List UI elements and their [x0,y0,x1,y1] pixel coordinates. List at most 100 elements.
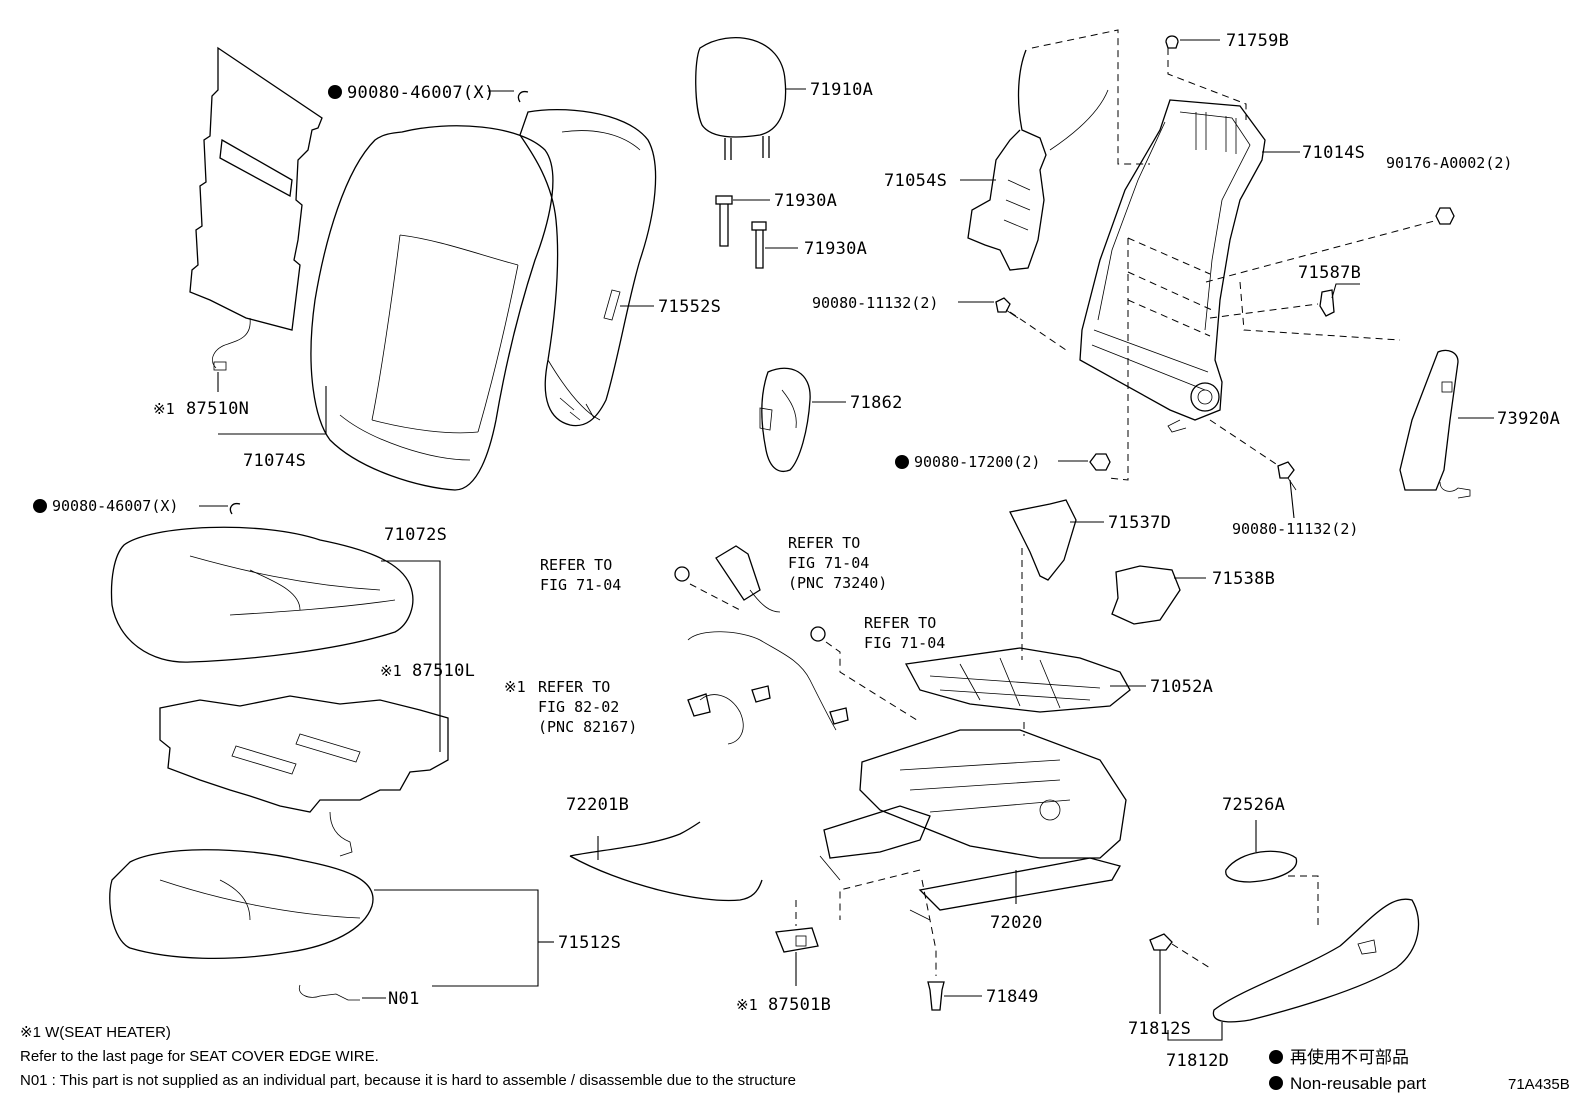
figure-code: 71A435B [1508,1076,1570,1093]
label-71074s: 71074S [243,451,306,471]
label-71054s: 71054S [884,171,947,191]
label-71930a-1: 71930A [774,191,837,211]
label-71512s: 71512S [558,933,621,953]
refer-block-c: REFER TO FIG 71-04 [864,614,945,652]
svg-text:FIG 71-04: FIG 71-04 [864,634,945,652]
label-87510l: 87510L [412,661,475,681]
clip-symbol-mid [229,502,241,515]
seat-wire-72201b [569,821,763,902]
headrest-guide-1 [715,195,733,247]
heater-mark-87510l: ※1 [380,662,402,680]
seatback-cover [310,125,554,491]
label-72526a: 72526A [1222,795,1285,815]
seat-cushion-heater [159,695,449,857]
label-71862: 71862 [850,393,903,413]
seat-cushion-cover [110,526,414,663]
non-reusable-dot-3 [33,499,47,513]
refer-block-a: REFER TO FIG 71-04 [540,556,621,594]
non-reusable-dot-2 [895,455,909,469]
heater-mark-87501b: ※1 [736,996,758,1014]
heater-mark-87510n: ※1 [153,400,175,418]
label-73920a: 73920A [1497,409,1560,429]
note-n01: N01 : This part is not supplied as an in… [20,1072,796,1089]
label-90080-17200: 90080-17200(2) [914,453,1040,471]
recliner-cover [1399,349,1471,499]
label-71849: 71849 [986,987,1039,1007]
label-71014s: 71014S [1302,143,1365,163]
svg-text:REFER TO: REFER TO [538,678,610,696]
grommet-ref-a [674,566,690,582]
connector-87501b [775,927,819,953]
bracket-71587b [1319,289,1335,317]
clip-71759b [1165,35,1179,49]
seatback-pad [519,108,657,427]
refer-block-b: REFER TO FIG 71-04 (PNC 73240) [788,534,887,592]
side-cover [759,367,811,473]
label-71538b: 71538B [1212,569,1275,589]
bracket-71538b [1111,565,1181,625]
label-71052a: 71052A [1150,677,1213,697]
label-71759b: 71759B [1226,31,1289,51]
label-71072s: 71072S [384,525,447,545]
bolt-90080-11132-b [1277,461,1297,491]
label-71812d: 71812D [1166,1051,1229,1071]
svg-text:※1: ※1 [504,678,526,696]
seat-track-frame [819,729,1127,921]
assembly-lines [689,29,1439,976]
note-seat-heater: ※1 W(SEAT HEATER) [20,1024,171,1041]
svg-text:FIG 82-02: FIG 82-02 [538,698,619,716]
clip-symbol-top [517,90,529,103]
seat-spring-mat [904,647,1131,713]
svg-text:REFER TO: REFER TO [540,556,612,574]
label-71552s: 71552S [658,297,721,317]
label-72201b: 72201B [566,795,629,815]
svg-text:REFER TO: REFER TO [788,534,860,552]
label-87510n: 87510N [186,399,249,419]
label-90080-11132-b: 90080-11132(2) [1232,520,1358,538]
headrest-guide-2 [751,221,767,269]
non-reusable-dot-1 [328,85,342,99]
legend-dot-en [1269,1076,1283,1090]
headrest [695,36,787,160]
wire-harness [687,631,849,745]
bracket-71537d [1009,499,1077,581]
seat-belt-buckle [715,545,781,613]
label-71812s: 71812S [1128,1019,1191,1039]
leader-lines [199,39,1494,1041]
label-87501b: 87501B [768,995,831,1015]
label-90080-46007-mid: 90080-46007(X) [52,497,178,515]
legend-jp: 再使用不可部品 [1290,1047,1409,1067]
svg-text:(PNC 73240): (PNC 73240) [788,574,887,592]
label-71910a: 71910A [810,80,873,100]
seat-cushion-pad [109,849,374,1001]
label-n01: N01 [388,989,420,1009]
legend-dot-jp [1269,1050,1283,1064]
label-90080-46007-top: 90080-46007(X) [347,83,495,103]
label-71537d: 71537D [1108,513,1171,533]
screw-71812s [1149,933,1173,951]
svg-text:(PNC 82167): (PNC 82167) [538,718,637,736]
nut-90080-17200 [1089,453,1111,471]
clip-71849 [927,981,945,1011]
nut-90176 [1435,207,1455,225]
seatback-heater-mat [189,46,323,371]
track-cover-72526a [1225,850,1298,883]
grommet-ref-c [810,626,826,642]
label-90080-11132-a: 90080-11132(2) [812,294,938,312]
svg-text:REFER TO: REFER TO [864,614,936,632]
label-90176-a0002: 90176-A0002(2) [1386,154,1512,172]
note-cover-edge-wire: Refer to the last page for SEAT COVER ED… [20,1048,379,1065]
seat-side-shield [1212,898,1420,1023]
label-72020: 72020 [990,913,1043,933]
label-71587b: 71587B [1298,263,1361,283]
label-71930a-2: 71930A [804,239,867,259]
refer-block-d: ※1 REFER TO FIG 82-02 (PNC 82167) [504,678,637,736]
lumbar-support [967,49,1109,271]
svg-text:FIG 71-04: FIG 71-04 [540,576,621,594]
bolt-90080-11132-a [995,297,1019,319]
legend-en: Non-reusable part [1290,1074,1426,1093]
svg-text:FIG 71-04: FIG 71-04 [788,554,869,572]
seatback-frame [1079,99,1266,433]
